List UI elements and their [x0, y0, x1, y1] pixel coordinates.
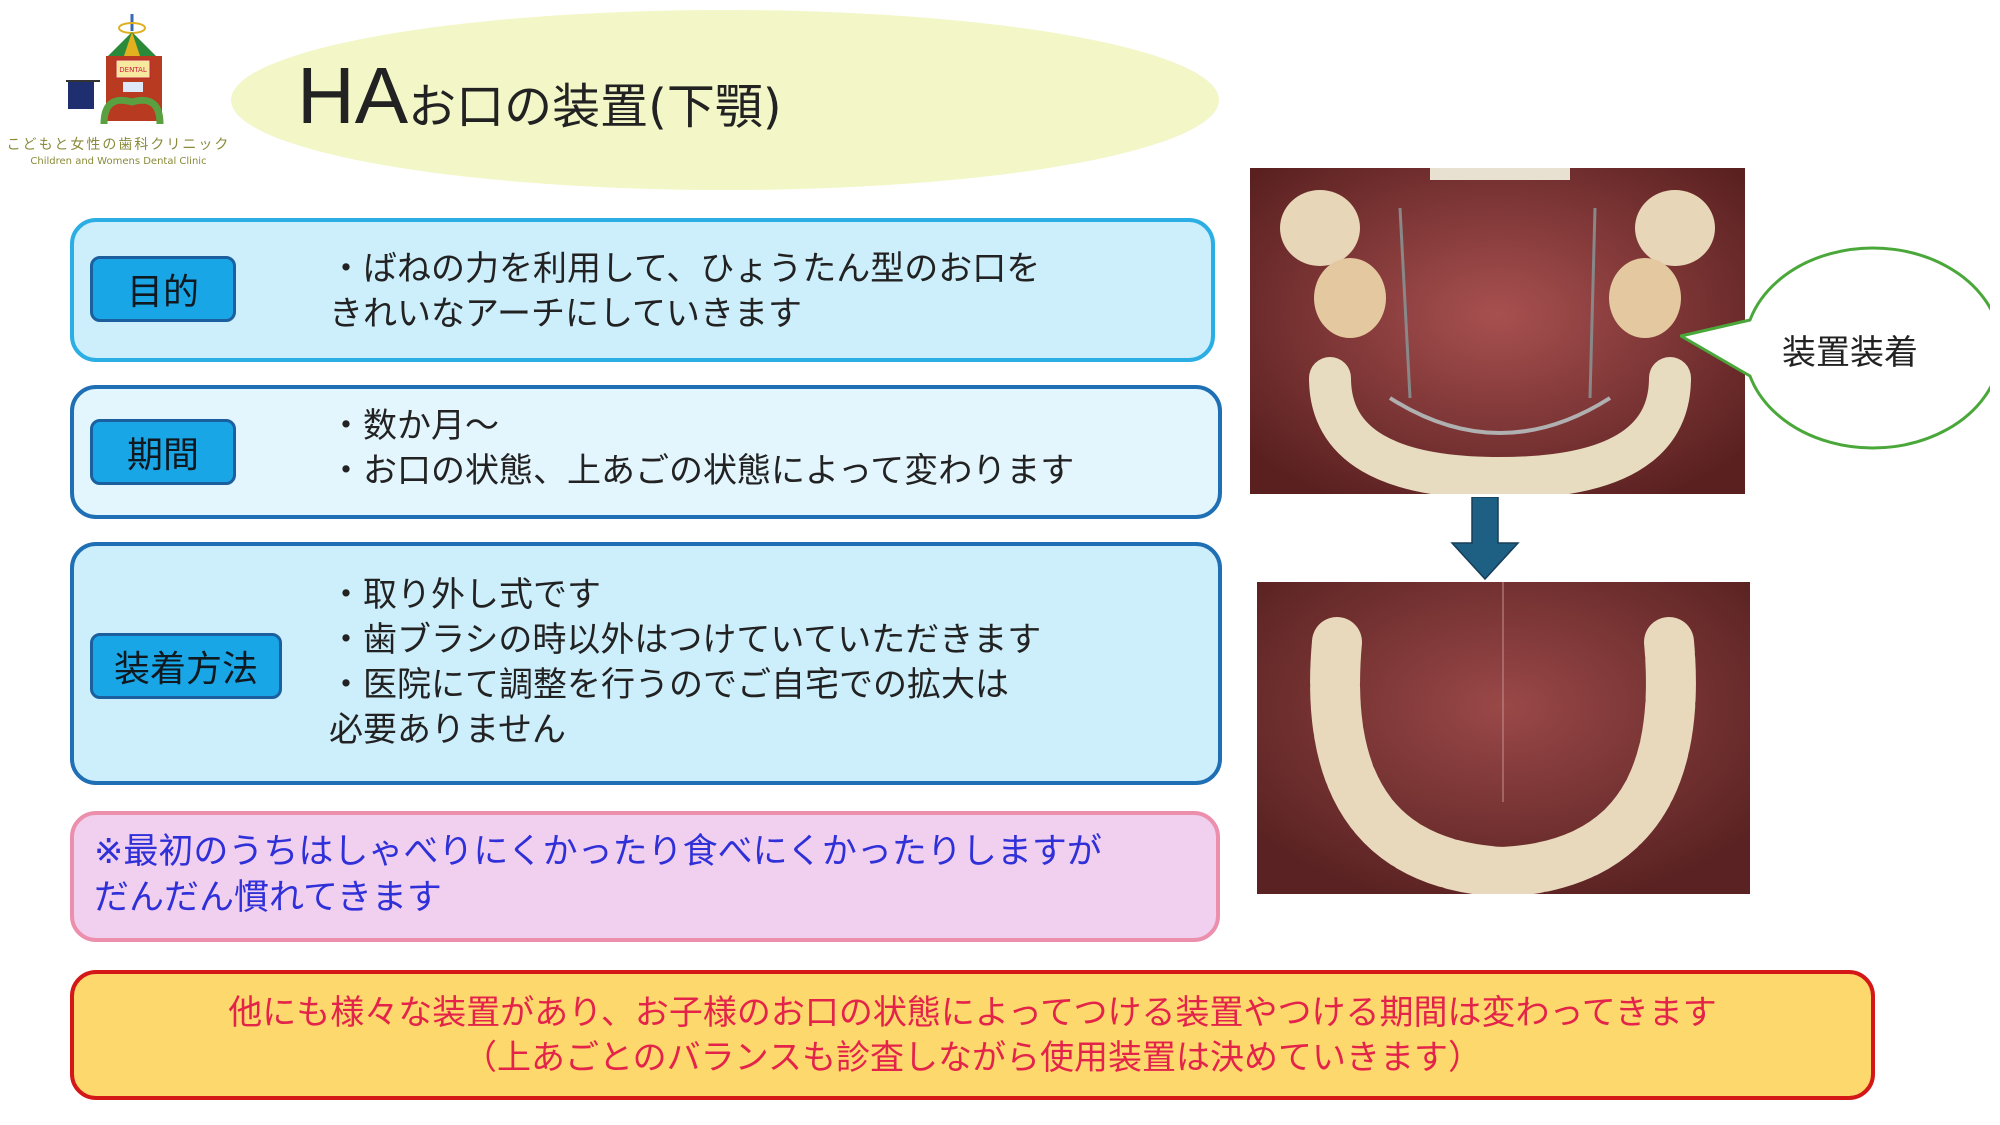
text-line: きれいなアーチにしていきます [329, 294, 802, 334]
usage-text: ・取り外し式です ・歯ブラシの時以外はつけていていただきます ・医院にて調整を行… [329, 573, 1041, 753]
purpose-text: ・ばねの力を利用して、ひょうたん型のお口を きれいなアーチにしていきます [329, 247, 1040, 337]
clinic-building-icon: DENTAL [66, 14, 164, 125]
text-line: ・取り外し式です [329, 575, 601, 615]
purpose-label: 目的 [90, 256, 236, 322]
duration-text: ・数か月～ ・お口の状態、上あごの状態によって変わります [329, 404, 1074, 494]
logo-name-jp: こどもと女性の歯科クリニック [6, 137, 231, 153]
note-box: ※最初のうちはしゃべりにくかったり食べにくかったりしますが だんだん慣れてきます [70, 811, 1220, 942]
duration-section: 期間 ・数か月～ ・お口の状態、上あごの状態によって変わります [70, 385, 1222, 519]
clinic-logo: DENTAL こどもと女性の歯科クリニック Children and Women… [0, 6, 237, 171]
text-line: ・数か月～ [329, 406, 499, 446]
text-line: ※最初のうちはしゃべりにくかったり食べにくかったりしますが [94, 832, 1102, 872]
down-arrow-icon [1450, 497, 1520, 581]
photo-with-appliance [1250, 168, 1745, 494]
photo-after-treatment [1257, 582, 1750, 894]
footer-text: 他にも様々な装置があり、お子様のお口の状態によってつける装置やつける期間は変わっ… [74, 991, 1871, 1081]
title-sub: お口の装置(下顎) [408, 79, 782, 135]
duration-label: 期間 [90, 419, 236, 485]
text-line: だんだん慣れてきます [94, 878, 442, 918]
page-title: HAお口の装置(下顎) [297, 50, 782, 142]
text-line: ・お口の状態、上あごの状態によって変わります [329, 451, 1075, 491]
text-line: ・ばねの力を利用して、ひょうたん型のお口を [329, 249, 1041, 289]
footer-box: 他にも様々な装置があり、お子様のお口の状態によってつける装置やつける期間は変わっ… [70, 970, 1875, 1100]
text-line: 必要ありません [329, 710, 566, 750]
callout-bubble [1680, 246, 1990, 450]
text-line: （上あごとのバランスも診査しながら使用装置は決めていきます） [463, 1038, 1482, 1078]
note-text: ※最初のうちはしゃべりにくかったり食べにくかったりしますが だんだん慣れてきます [94, 829, 1102, 921]
text-line: ・医院にて調整を行うのでご自宅での拡大は [329, 665, 1009, 705]
purpose-section: 目的 ・ばねの力を利用して、ひょうたん型のお口を きれいなアーチにしていきます [70, 218, 1215, 362]
usage-section: 装着方法 ・取り外し式です ・歯ブラシの時以外はつけていていただきます ・医院に… [70, 542, 1222, 785]
logo-sign-text: DENTAL [119, 66, 147, 74]
logo-name-en: Children and Womens Dental Clinic [30, 156, 207, 167]
text-line: 他にも様々な装置があり、お子様のお口の状態によってつける装置やつける期間は変わっ… [228, 993, 1717, 1033]
title-main: HA [297, 51, 409, 140]
usage-label: 装着方法 [90, 633, 282, 699]
callout-text: 装置装着 [1782, 333, 1918, 373]
title-background [231, 10, 1219, 190]
text-line: ・歯ブラシの時以外はつけていていただきます [329, 620, 1042, 660]
